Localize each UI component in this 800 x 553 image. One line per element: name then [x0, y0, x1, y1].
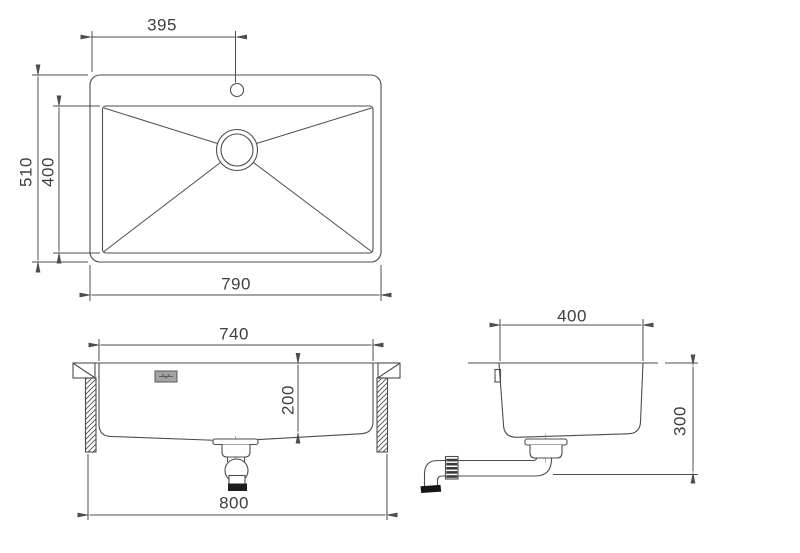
dim-label-bowl-length: 400	[557, 306, 587, 326]
pipe-end-cap	[420, 484, 442, 493]
dim-line-790	[79, 265, 392, 301]
basin-profile-front	[98, 363, 374, 442]
dim-label-outer-width: 790	[221, 274, 251, 294]
dim-label-overall-height: 300	[670, 406, 690, 436]
faucet-hole	[229, 82, 245, 98]
right-mounting-clip	[376, 377, 389, 453]
dim-label-faucet-offset: 395	[147, 15, 177, 35]
basin-profile-side	[498, 362, 644, 438]
left-rim-section	[72, 362, 97, 453]
trap-outlet-cap	[228, 483, 247, 491]
bowl-edge	[101, 105, 374, 254]
dim-line-400-side	[489, 319, 654, 361]
left-mounting-clip	[84, 377, 97, 453]
brand-plate	[154, 370, 178, 383]
front-drain-assembly	[212, 436, 259, 491]
sink-outer-edge	[89, 74, 382, 263]
dim-line-395	[80, 31, 248, 83]
drain-outer-circle	[215, 128, 259, 172]
dim-label-bowl-width: 740	[219, 324, 249, 344]
right-rim-section	[376, 362, 401, 453]
dim-line-740	[88, 339, 384, 361]
front-view	[72, 339, 401, 520]
drain-inner-circle	[220, 133, 254, 167]
dim-label-bowl-height: 200	[278, 385, 298, 415]
dim-label-outer-depth: 510	[16, 157, 36, 187]
dim-label-bowl-depth: 400	[38, 157, 58, 187]
ribbed-coupling	[444, 455, 459, 480]
top-view	[32, 31, 392, 301]
dim-label-overall-width: 800	[219, 493, 249, 513]
bowl-slope-lines	[103, 107, 372, 252]
side-clip	[494, 368, 502, 383]
dim-line-400-top	[53, 95, 100, 264]
dim-line-800	[77, 454, 398, 520]
side-drain-assembly	[420, 433, 568, 493]
side-view	[420, 319, 698, 493]
dim-line-300	[553, 354, 698, 484]
